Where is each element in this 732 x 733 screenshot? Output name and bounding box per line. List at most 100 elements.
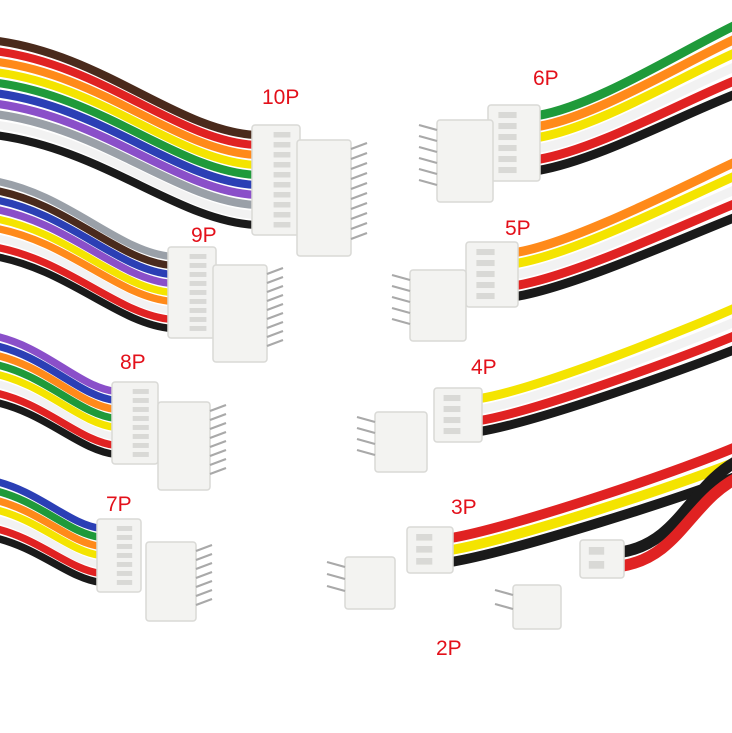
wire [0, 478, 102, 533]
header-pin [195, 570, 213, 580]
housing-slot [116, 553, 133, 558]
wire [0, 234, 173, 315]
header-pin [391, 306, 411, 315]
housing-slot [273, 182, 291, 188]
wire [0, 37, 257, 140]
wire [537, 35, 732, 131]
wire [537, 90, 732, 175]
header-pin [266, 329, 284, 339]
housing-slot [189, 308, 207, 313]
housing-slot [498, 145, 517, 152]
crimp-housing [579, 539, 625, 579]
housing-slot [132, 443, 149, 448]
housing-slot [416, 534, 433, 541]
cable-p8 [0, 333, 227, 491]
header-pin [266, 311, 284, 321]
housing-slot [132, 452, 149, 457]
wire [479, 345, 732, 436]
header-pin [266, 293, 284, 303]
wire [0, 333, 117, 396]
housing-slot [189, 326, 207, 331]
housing-slot [132, 407, 149, 412]
cable-p7 [0, 478, 213, 622]
wire [0, 216, 173, 297]
header-pin [266, 284, 284, 294]
header-pin [195, 543, 213, 553]
housing-slot [273, 222, 291, 228]
wire [0, 68, 257, 170]
wire [515, 158, 732, 257]
label-10p: 10P [262, 86, 300, 109]
header-pin [266, 302, 284, 312]
header-pin [418, 167, 438, 176]
label-6p: 6P [533, 67, 559, 90]
wire [0, 187, 173, 270]
label-5p: 5P [505, 217, 531, 240]
header-pin [266, 338, 284, 348]
crimp-housing [111, 381, 159, 465]
wire [515, 172, 732, 268]
housing-slot [116, 562, 133, 567]
header-pin [391, 284, 411, 293]
wire [0, 58, 257, 160]
header-pin [209, 457, 227, 467]
header-pin [350, 161, 368, 171]
label-2p: 2P [436, 637, 462, 660]
wire [450, 472, 732, 567]
header-pin [209, 421, 227, 431]
pin-header [512, 584, 562, 630]
wire [0, 244, 173, 324]
header-pin [418, 145, 438, 154]
header-pin [350, 211, 368, 221]
header-pin [209, 412, 227, 422]
housing-slot [476, 260, 495, 267]
housing-slot [443, 406, 461, 413]
header-pin [209, 403, 227, 413]
wire [537, 49, 732, 142]
housing-slot [498, 123, 517, 130]
header-pin [391, 273, 411, 282]
wire [620, 457, 732, 558]
wire [0, 342, 117, 405]
pin-header [344, 556, 396, 610]
header-pin [266, 266, 284, 276]
wire [0, 525, 102, 578]
header-pin [209, 439, 227, 449]
label-7p: 7P [106, 493, 132, 516]
housing-slot [443, 395, 461, 402]
header-pin [350, 181, 368, 191]
header-pin [266, 320, 284, 330]
label-9p: 9P [191, 224, 217, 247]
label-4p: 4P [471, 356, 497, 379]
housing-slot [189, 290, 207, 295]
housing-slot [132, 425, 149, 430]
housing-slot [132, 434, 149, 439]
housing-slot [116, 535, 133, 540]
wire [0, 178, 173, 261]
header-pin [209, 430, 227, 440]
wire [479, 331, 732, 425]
housing-slot [116, 571, 133, 576]
wire [0, 380, 117, 441]
wire [450, 443, 732, 543]
header-pin [418, 134, 438, 143]
housing-slot [116, 580, 133, 585]
wire [0, 371, 117, 432]
wire [620, 474, 732, 572]
housing-slot [273, 212, 291, 218]
connector-assemblies [0, 21, 732, 630]
wire [0, 100, 257, 200]
header-pin [350, 141, 368, 151]
housing-slot [476, 271, 495, 278]
wire [0, 399, 117, 459]
pin-header [212, 264, 268, 363]
header-pin [350, 231, 368, 241]
header-pin [494, 602, 514, 611]
header-pin [195, 579, 213, 589]
cable-p5 [391, 158, 732, 342]
wire [0, 131, 257, 230]
wire [0, 497, 102, 551]
header-pin [266, 275, 284, 285]
wire [0, 390, 117, 450]
